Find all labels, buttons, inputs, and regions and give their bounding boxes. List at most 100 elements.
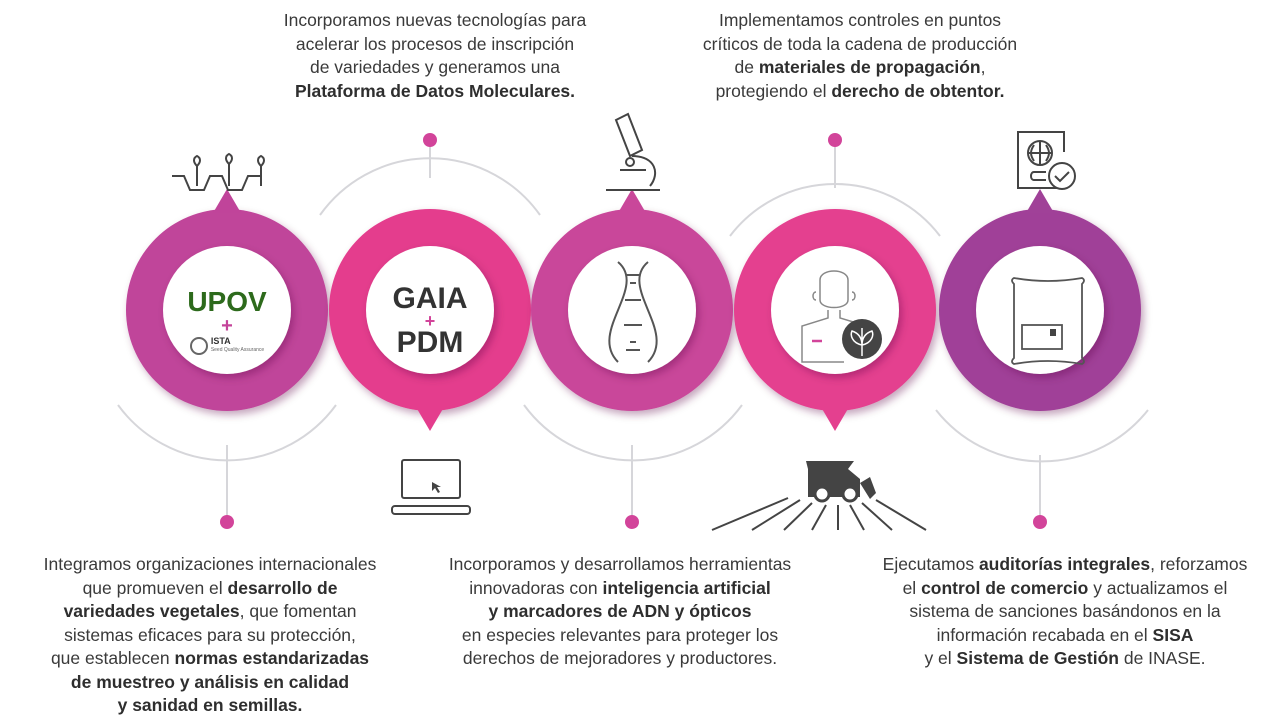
- dna-icon: [608, 261, 658, 363]
- ring-pointer: [618, 189, 646, 213]
- text: Incorporamos y desarrollamos herramienta…: [448, 554, 792, 574]
- text: de: [734, 57, 759, 77]
- text-line: variedades vegetales, que fomentan: [0, 600, 420, 624]
- ring-pointer: [213, 189, 241, 213]
- text-line: sistema de sanciones basándonos en la: [845, 600, 1280, 624]
- text-line: y sanidad en semillas.: [0, 694, 420, 718]
- ring-3: [531, 189, 733, 411]
- text: ,: [980, 57, 986, 77]
- text-line: que establecen normas estandarizadas: [0, 647, 420, 671]
- text: , reforzamos: [1150, 554, 1248, 574]
- text-line: Integramos organizaciones internacionale…: [0, 553, 420, 577]
- text: protegiendo el: [715, 80, 832, 101]
- bold-text: Sistema de Gestión: [956, 648, 1119, 668]
- pdm-logo: PDM: [396, 326, 464, 359]
- plus-sign: +: [424, 311, 436, 331]
- bold-text: de muestreo y análisis en calidad: [70, 671, 350, 692]
- ring-4: [734, 209, 936, 431]
- ista-seal-icon: [189, 337, 208, 355]
- text-line: acelerar los procesos de inscripción: [230, 33, 640, 57]
- text: críticos de toda la cadena de producción: [702, 33, 1018, 54]
- ring-pointer: [1026, 189, 1054, 213]
- description-bottom-5: Ejecutamos auditorías integrales, reforz…: [845, 553, 1280, 671]
- bold-text: y sanidad en semillas.: [117, 695, 303, 715]
- text: que promueven el: [82, 577, 228, 598]
- text: acelerar los procesos de inscripción: [295, 33, 575, 54]
- inspector-plant-icon: [801, 270, 882, 363]
- gaia-pdm-logo-group: GAIA + PDM: [370, 284, 490, 358]
- bold-text: materiales de propagación: [758, 57, 981, 77]
- description-top-4: Implementamos controles en puntos crítico…: [650, 9, 1070, 103]
- text: , que fomentan: [239, 601, 357, 621]
- text: sistema de sanciones basándonos en la: [909, 601, 1221, 621]
- seedlings-icon: [172, 152, 265, 191]
- bold-text: inteligencia artificial: [602, 577, 771, 598]
- text: en especies relevantes para proteger los: [461, 624, 779, 645]
- text-line: Ejecutamos auditorías integrales, reforz…: [845, 553, 1280, 577]
- text-line: el control de comercio y actualizamos el: [845, 577, 1280, 601]
- text-line: Incorporamos nuevas tecnologías para: [230, 9, 640, 33]
- text-line: protegiendo el derecho de obtentor.: [650, 80, 1070, 104]
- text: Ejecutamos: [882, 554, 979, 574]
- text-line: en especies relevantes para proteger los: [410, 624, 830, 648]
- harvester-icon: [711, 461, 927, 531]
- certificate-globe-icon: [1017, 131, 1076, 190]
- text-line: información recabada en el SISA: [845, 624, 1280, 648]
- text-line: que promueven el desarrollo de: [0, 577, 420, 601]
- text-line: Implementamos controles en puntos: [650, 9, 1070, 33]
- text-line: Plataforma de Datos Moleculares.: [230, 80, 640, 104]
- ring-pointer: [416, 407, 444, 431]
- text-line: de variedades y generamos una: [230, 56, 640, 80]
- text-line: de muestreo y análisis en calidad: [0, 671, 420, 695]
- dot-4: [828, 133, 842, 147]
- arc-5: [935, 409, 1149, 463]
- text: Integramos organizaciones internacionale…: [43, 554, 377, 574]
- gaia-logo: GAIA: [392, 282, 468, 315]
- dot-1: [220, 515, 234, 529]
- text: sistemas eficaces para su protección,: [64, 624, 356, 645]
- ring-pointer: [821, 407, 849, 431]
- text: y el: [924, 648, 957, 668]
- microscope-icon: [606, 112, 660, 191]
- text-line: críticos de toda la cadena de producción: [650, 33, 1070, 57]
- connector-arcs: [117, 142, 1149, 520]
- text: de INASE.: [1118, 648, 1206, 668]
- dots: [220, 133, 1047, 529]
- text: información recabada en el: [936, 624, 1153, 645]
- bold-text: control de comercio: [921, 577, 1089, 598]
- bold-text: SISA: [1152, 624, 1194, 645]
- ring-1: [126, 189, 328, 411]
- description-bottom-1: Integramos organizaciones internacionale…: [0, 553, 420, 718]
- bold-text: auditorías integrales: [978, 554, 1151, 574]
- text-line: de materiales de propagación,: [650, 56, 1070, 80]
- dot-3: [625, 515, 639, 529]
- ring-5: [939, 189, 1141, 411]
- laptop-icon: [391, 459, 471, 515]
- text: el: [902, 577, 922, 598]
- text: de variedades y generamos una: [309, 57, 561, 77]
- ista-logo: ISTA: [210, 336, 231, 346]
- text: Implementamos controles en puntos: [718, 10, 1002, 30]
- dot-5: [1033, 515, 1047, 529]
- bold-text: normas estandarizadas: [174, 648, 370, 668]
- text: que establecen: [50, 648, 175, 668]
- bold-text: derecho de obtentor.: [831, 80, 1005, 101]
- text-line: y el Sistema de Gestión de INASE.: [845, 647, 1280, 671]
- description-top-2: Incorporamos nuevas tecnologías para acel…: [230, 9, 640, 103]
- text: y actualizamos el: [1088, 577, 1228, 598]
- ista-tagline: Seed Quality Assurance: [210, 347, 265, 353]
- text: derechos de mejoradores y productores.: [462, 648, 778, 668]
- text-line: derechos de mejoradores y productores.: [410, 647, 830, 671]
- text-line: sistemas eficaces para su protección,: [0, 624, 420, 648]
- ring-inner: [771, 246, 899, 374]
- bold-text: variedades vegetales: [63, 601, 240, 621]
- description-bottom-3: Incorporamos y desarrollamos herramienta…: [410, 553, 830, 671]
- text-line: Incorporamos y desarrollamos herramienta…: [410, 553, 830, 577]
- dot-2: [423, 133, 437, 147]
- text: Incorporamos nuevas tecnologías para: [283, 10, 587, 30]
- seed-bag-icon: [1011, 277, 1085, 365]
- ring-inner: [366, 246, 494, 374]
- upov-isrta-logo-group: UPOV + ISTA Seed Quality Assurance: [160, 287, 294, 355]
- bold-text: Plataforma de Datos Moleculares.: [294, 80, 576, 101]
